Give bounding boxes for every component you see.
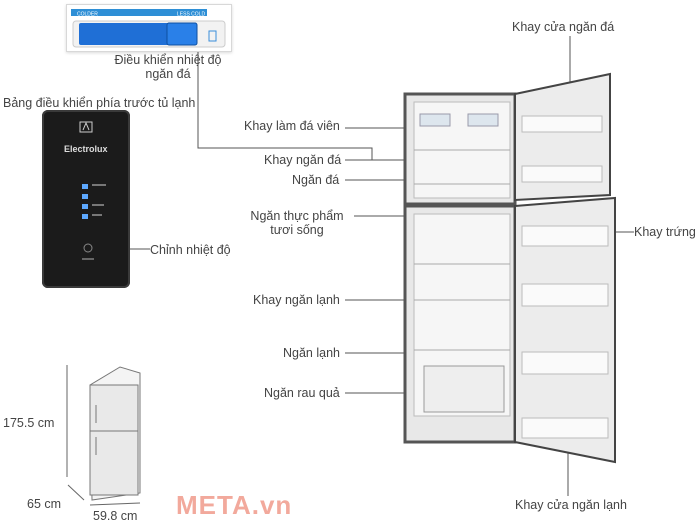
fridge-tray-label: Khay ngăn lạnh (253, 293, 340, 307)
watermark: META.vn (176, 490, 293, 520)
freezer-temp-control-label: Điều khiển nhiệt độ ngăn đá (114, 53, 222, 81)
electrolux-logo-icon (79, 121, 93, 133)
temp-slider-graphic: COLDER LESS COLD (71, 9, 226, 48)
fridge-door-tray-label: Khay cửa ngăn lạnh (515, 498, 627, 512)
front-control-panel: Electrolux (42, 110, 130, 288)
fridge-illustration (403, 72, 616, 464)
vegetable-drawer-label: Ngăn rau quả (264, 386, 340, 400)
brand-text: Electrolux (64, 144, 108, 154)
depth-label: 65 cm (27, 497, 62, 511)
freezer-door-tray-label: Khay cửa ngăn đá (512, 20, 615, 34)
svg-text:LESS COLD: LESS COLD (177, 12, 205, 18)
fridge-compartment-label: Ngăn lạnh (283, 346, 340, 360)
dimension-diagram (66, 365, 141, 506)
egg-tray-label: Khay trứng (634, 225, 696, 239)
freezer-temp-control-panel: COLDER LESS COLD (66, 4, 232, 52)
freezer-tray-label: Khay ngăn đá (264, 153, 342, 167)
svg-text:COLDER: COLDER (77, 12, 98, 18)
adjust-temp-label: Chỉnh nhiệt độ (150, 243, 231, 257)
width-label: 59.8 cm (93, 509, 138, 523)
freezer-compartment-label: Ngăn đá (292, 173, 340, 187)
height-label: 175.5 cm (3, 416, 55, 430)
ice-tray-label: Khay làm đá viên (244, 119, 340, 133)
front-panel-label: Bảng điều khiển phía trước tủ lạnh (3, 96, 196, 110)
fresh-food-label: Ngăn thực phẩm tươi sống (250, 209, 344, 237)
